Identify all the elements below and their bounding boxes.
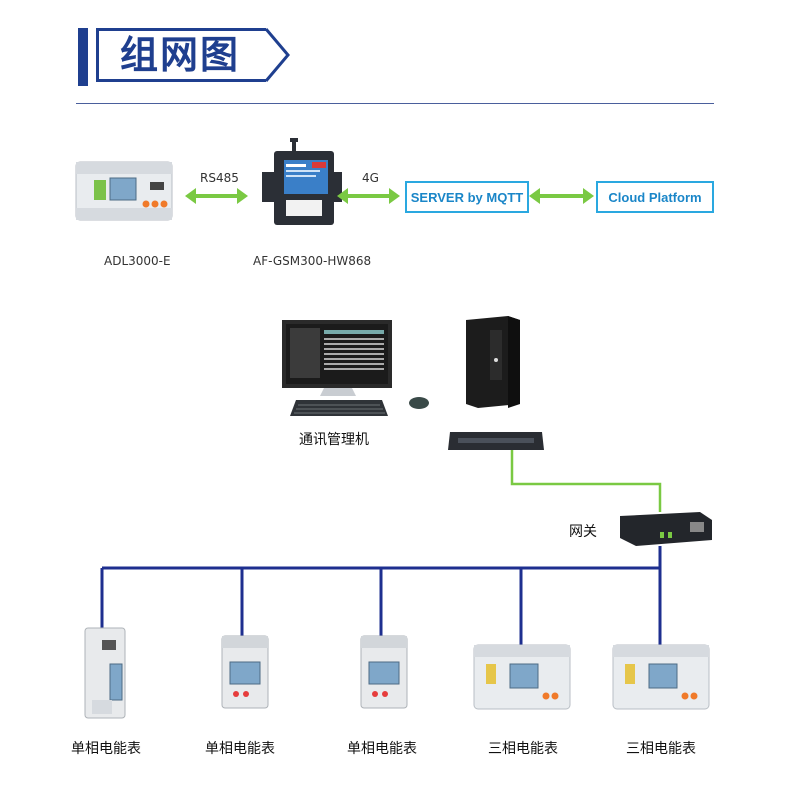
meter-label-3: 单相电能表 <box>347 741 417 757</box>
gateway-label: 网关 <box>569 524 597 540</box>
single-phase-meter-1-icon <box>84 627 126 719</box>
computer-label: 通讯管理机 <box>299 432 369 448</box>
title-frame <box>96 28 266 82</box>
page-title: 组网图 <box>120 33 241 77</box>
three-phase-meter-2-icon <box>612 644 710 710</box>
4g-label: 4G <box>362 171 379 185</box>
monitor-icon <box>282 320 392 396</box>
meter-label-5: 三相电能表 <box>626 741 696 757</box>
meter-label-2: 单相电能表 <box>205 741 275 757</box>
title-accent-bar <box>78 28 88 86</box>
device2-label: AF-GSM300-HW868 <box>253 254 372 268</box>
title-chevron-icon <box>264 28 290 82</box>
single-phase-meter-3-icon <box>360 635 408 709</box>
cloud-box: Cloud Platform <box>596 181 714 213</box>
4g-arrow-icon <box>337 188 400 204</box>
network-switch-icon <box>448 432 544 450</box>
af-gsm300-module-icon <box>262 138 342 225</box>
server-tower-icon <box>466 316 520 408</box>
meter-label-1: 单相电能表 <box>71 741 141 757</box>
mouse-icon <box>409 397 429 409</box>
keyboard-icon <box>290 400 388 416</box>
server-box: SERVER by MQTT <box>405 181 529 213</box>
meter-label-4: 三相电能表 <box>488 741 558 757</box>
rs485-bus <box>100 546 662 645</box>
three-phase-meter-1-icon <box>473 644 571 710</box>
gateway-icon <box>620 512 712 546</box>
device1-label: ADL3000-E <box>104 254 171 268</box>
mqtt-cloud-arrow-icon <box>529 188 594 204</box>
rs485-arrow-icon <box>185 188 248 204</box>
rs485-label: RS485 <box>200 171 239 185</box>
single-phase-meter-2-icon <box>221 635 269 709</box>
adl3000e-meter-icon <box>75 161 173 221</box>
title-divider <box>76 103 714 104</box>
switch-gateway-link <box>510 450 662 512</box>
